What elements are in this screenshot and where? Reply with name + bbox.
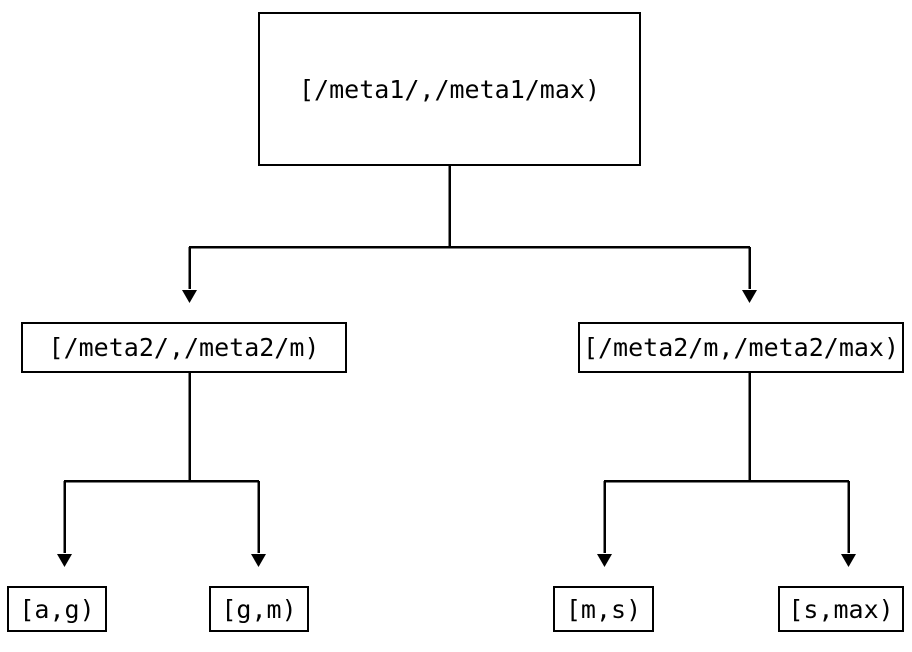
arrowhead-to-leaf1 — [57, 554, 72, 567]
tree-node-level2-right-label: [/meta2/m,/meta2/max) — [582, 333, 900, 362]
tree-node-leaf-s-max-label: [s,max) — [788, 594, 894, 624]
tree-node-leaf-g-m[interactable]: [g,m) — [209, 586, 309, 632]
tree-node-leaf-s-max[interactable]: [s,max) — [778, 586, 904, 632]
arrowhead-to-leaf4 — [841, 554, 856, 567]
tree-node-root[interactable]: [/meta1/,/meta1/max) — [258, 12, 641, 166]
tree-node-root-label: [/meta1/,/meta1/max) — [298, 74, 601, 104]
tree-node-leaf-a-g[interactable]: [a,g) — [7, 586, 107, 632]
tree-node-level2-left[interactable]: [/meta2/,/meta2/m) — [21, 322, 347, 373]
arrowhead-to-level2-right — [742, 290, 757, 303]
arrowhead-to-leaf3 — [597, 554, 612, 567]
tree-node-leaf-a-g-label: [a,g) — [19, 594, 95, 624]
arrowhead-to-level2-left — [182, 290, 197, 303]
tree-node-leaf-m-s[interactable]: [m,s) — [553, 586, 654, 632]
tree-node-leaf-m-s-label: [m,s) — [565, 594, 642, 624]
tree-node-leaf-g-m-label: [g,m) — [221, 594, 297, 624]
tree-node-level2-right[interactable]: [/meta2/m,/meta2/max) — [578, 322, 904, 373]
tree-node-level2-left-label: [/meta2/,/meta2/m) — [48, 333, 320, 362]
arrowhead-to-leaf2 — [251, 554, 266, 567]
